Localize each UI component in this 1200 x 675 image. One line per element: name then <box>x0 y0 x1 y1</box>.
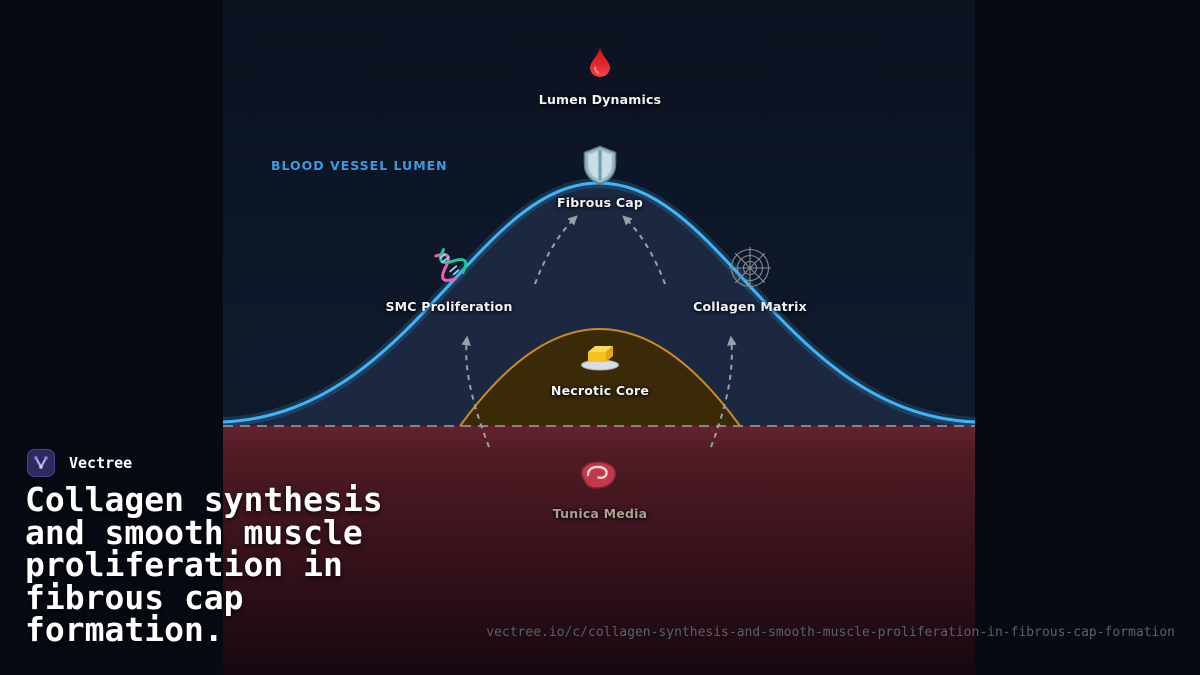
node-label-tunica-media: Tunica Media <box>552 506 648 521</box>
blood-vessel-lumen-label: BLOOD VESSEL LUMEN <box>271 158 448 173</box>
headline-line: and smooth muscle <box>25 512 363 552</box>
flow-arrows <box>461 215 737 448</box>
arrow-media-to-smc <box>461 335 490 448</box>
headline-line: proliferation in <box>25 545 343 585</box>
page-title: Collagen synthesis and smooth muscle pro… <box>25 480 445 650</box>
spider-web-icon <box>727 245 773 295</box>
vectree-logo-icon <box>27 449 55 477</box>
headline-line: formation. <box>25 610 224 650</box>
steak-icon <box>577 458 619 496</box>
intima-region <box>223 183 975 427</box>
card-url: vectree.io/c/collagen-synthesis-and-smoo… <box>486 625 1175 640</box>
node-label-lumen-dynamics: Lumen Dynamics <box>538 92 662 107</box>
blood-drop-icon <box>587 45 613 81</box>
node-label-necrotic-core: Necrotic Core <box>550 383 650 398</box>
headline-line: fibrous cap <box>25 577 244 617</box>
dna-icon <box>432 247 468 287</box>
node-label-collagen-matrix: Collagen Matrix <box>693 299 807 314</box>
necrotic-core-region <box>459 328 741 427</box>
brand-name: Vectree <box>69 454 133 472</box>
headline-line: Collagen synthesis <box>25 480 383 519</box>
arrow-smc-to-cap <box>534 215 578 285</box>
shield-icon <box>582 145 618 189</box>
butter-icon <box>580 339 620 375</box>
arrow-collagen-to-cap <box>622 215 666 285</box>
node-label-smc-proliferation: SMC Proliferation <box>385 299 513 314</box>
arrow-media-to-collagen <box>710 335 737 448</box>
brand: Vectree <box>27 449 132 477</box>
node-label-fibrous-cap: Fibrous Cap <box>557 195 643 210</box>
